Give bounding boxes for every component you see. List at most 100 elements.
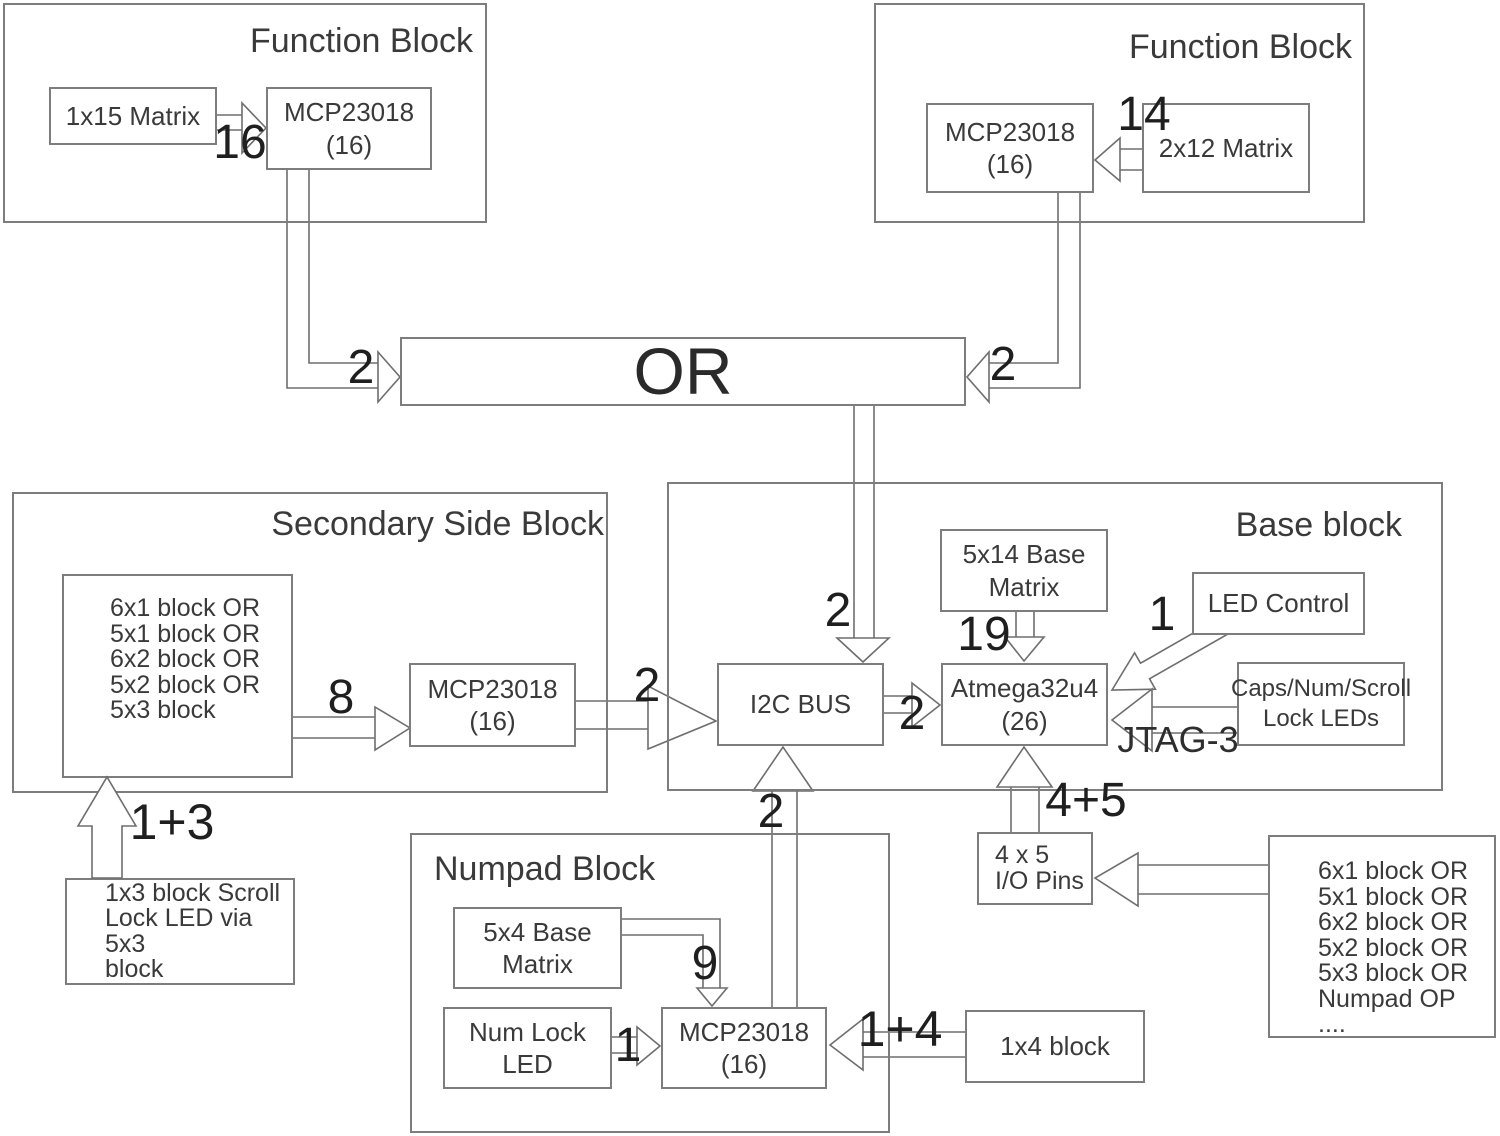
- matrix-2x12-label: 2x12 Matrix: [1158, 132, 1294, 163]
- matrix-5x4-label: 5x4 Base: [483, 916, 592, 947]
- mcp23018-numpad-box: MCP23018 (16): [661, 1007, 827, 1089]
- mcp23018-left-box: MCP23018 (16): [266, 87, 432, 170]
- mcp23018-right-box: MCP23018 (16): [926, 103, 1094, 193]
- wire-count-1plus4: 1+4: [857, 1001, 943, 1057]
- base-block-title: Base block: [1235, 506, 1402, 544]
- matrix-1x15-box: 1x15 Matrix: [49, 87, 217, 145]
- connector-options-to-iopins: [1093, 851, 1268, 908]
- expansion-options-box: 6x1 block OR 5x1 block OR 6x2 block OR 5…: [1268, 835, 1496, 1038]
- lock-leds-box: Caps/Num/Scroll Lock LEDs: [1231, 662, 1411, 746]
- connector-5x14-to-mcu: [1003, 612, 1046, 663]
- matrix-5x14-label: 5x14 Base: [962, 539, 1086, 569]
- secondary-option: 6x1 block OR: [110, 594, 261, 622]
- connector-fbright-to-or: [965, 193, 1081, 405]
- base-block: [667, 482, 1443, 791]
- io-pins-label: 4 x 5: [995, 841, 1050, 869]
- wire-count-1-numlock: 1: [614, 1019, 642, 1072]
- scroll-lock-label3: block: [105, 955, 164, 983]
- connector-5x4-to-numpadmcp: [622, 918, 729, 1008]
- function-block-left: [3, 3, 487, 223]
- matrix-5x4-label2: Matrix: [502, 949, 573, 979]
- block-1x4-label: 1x4 block: [1000, 1031, 1110, 1062]
- connector-2x12-to-mcp: [1093, 136, 1142, 183]
- mcp23018-right-pins: (16): [986, 149, 1034, 179]
- wire-count-4plus5: 4+5: [1045, 774, 1127, 827]
- wire-count-16: 16: [213, 116, 267, 169]
- connector-1x15-to-mcp: [217, 101, 268, 155]
- secondary-side-block-title: Secondary Side Block: [271, 505, 604, 543]
- function-block-right-title: Function Block: [1129, 28, 1352, 66]
- expansion-option: Numpad OP: [1318, 984, 1456, 1013]
- expansion-option: 6x1 block OR: [1318, 857, 1469, 885]
- mcp23018-left-label: MCP23018: [283, 97, 415, 127]
- mcp23018-left-pins: (16): [325, 129, 373, 160]
- expansion-option: ....: [1318, 1010, 1346, 1038]
- matrix-5x4-box: 5x4 Base Matrix: [453, 907, 622, 989]
- scroll-lock-label: 1x3 block Scroll: [105, 878, 281, 907]
- wire-count-9: 9: [691, 937, 719, 990]
- scroll-lock-label2: Lock LED via 5x3: [105, 904, 253, 958]
- jtag-label: JTAG-3: [1117, 719, 1239, 760]
- secondary-side-block: [12, 492, 608, 793]
- wire-count-2-secondary: 2: [633, 659, 661, 712]
- wire-count-2-right-or: 2: [989, 338, 1017, 391]
- i2c-bus-label: I2C BUS: [749, 689, 852, 720]
- expansion-option: 5x3 block OR: [1318, 959, 1469, 987]
- block-1x4-box: 1x4 block: [965, 1010, 1145, 1083]
- io-pins-box: 4 x 5 I/O Pins: [977, 832, 1093, 905]
- expansion-option: 5x1 block OR: [1318, 882, 1469, 911]
- numpad-block: [410, 833, 890, 1133]
- numpad-block-title: Numpad Block: [434, 850, 656, 888]
- function-block-right: [874, 3, 1365, 223]
- connector-numlock-to-mcp: [612, 1025, 662, 1067]
- atmega32u4-pins: (26): [1001, 705, 1048, 736]
- wire-count-2-or-down: 2: [824, 584, 852, 637]
- connector-i2c-to-mcu: [884, 681, 942, 729]
- matrix-2x12-box: 2x12 Matrix: [1142, 103, 1310, 193]
- matrix-1x15-label: 1x15 Matrix: [65, 100, 201, 131]
- connector-secmcp-to-i2c: [576, 684, 718, 751]
- secondary-option: 5x2 block OR: [110, 670, 261, 699]
- connector-numpadmcp-to-i2c: [751, 745, 815, 1007]
- matrix-5x14-label2: Matrix: [988, 571, 1060, 602]
- wire-count-19: 19: [957, 608, 1011, 661]
- secondary-options-box: 6x1 block OR 5x1 block OR 6x2 block OR 5…: [62, 574, 293, 778]
- lock-leds-label: Caps/Num/Scroll: [1230, 675, 1412, 702]
- function-block-left-title: Function Block: [250, 22, 473, 60]
- expansion-option: 5x2 block OR: [1318, 933, 1469, 962]
- or-bus-label: OR: [633, 334, 733, 409]
- connector-lockleds-to-mcu: [1110, 687, 1237, 753]
- wire-count-8: 8: [327, 671, 355, 724]
- mcp23018-numpad-pins: (16): [720, 1049, 768, 1079]
- secondary-option: 6x2 block OR: [110, 645, 261, 673]
- connector-or-to-i2c: [834, 406, 892, 664]
- matrix-5x14-box: 5x14 Base Matrix: [940, 529, 1108, 612]
- wire-count-2-left-or: 2: [347, 341, 375, 394]
- wire-count-1-led: 1: [1148, 588, 1176, 641]
- mcp23018-secondary-pins: (16): [469, 706, 516, 736]
- led-control-box: LED Control: [1192, 572, 1365, 635]
- wire-count-14: 14: [1117, 88, 1171, 141]
- atmega32u4-label: Atmega32u4: [950, 673, 1099, 703]
- secondary-option: 5x3 block: [110, 696, 216, 724]
- i2c-bus-box: I2C BUS: [717, 663, 884, 746]
- mcp23018-secondary-box: MCP23018 (16): [409, 663, 576, 747]
- expansion-option: 6x2 block OR: [1318, 908, 1469, 936]
- connector-options-to-mcp: [293, 705, 412, 752]
- mcp23018-right-label: MCP23018: [944, 116, 1076, 147]
- led-control-label: LED Control: [1207, 588, 1350, 619]
- connector-1x4-to-mcp: [828, 1017, 965, 1072]
- wire-count-2-i2c-mcu: 2: [898, 687, 926, 740]
- atmega32u4-box: Atmega32u4 (26): [941, 663, 1108, 746]
- secondary-option: 5x1 block OR: [110, 619, 261, 648]
- num-lock-led-box: Num Lock LED: [443, 1007, 612, 1089]
- connector-ledcontrol-to-mcu: [1110, 618, 1228, 691]
- wire-count-1plus3: 1+3: [129, 794, 215, 850]
- mcp23018-numpad-label: MCP23018: [678, 1016, 810, 1047]
- io-pins-label2: I/O Pins: [995, 866, 1084, 895]
- scroll-lock-box: 1x3 block Scroll Lock LED via 5x3 block: [65, 878, 295, 985]
- wire-count-2-numpad: 2: [757, 785, 785, 838]
- or-bus-box: OR: [400, 334, 966, 408]
